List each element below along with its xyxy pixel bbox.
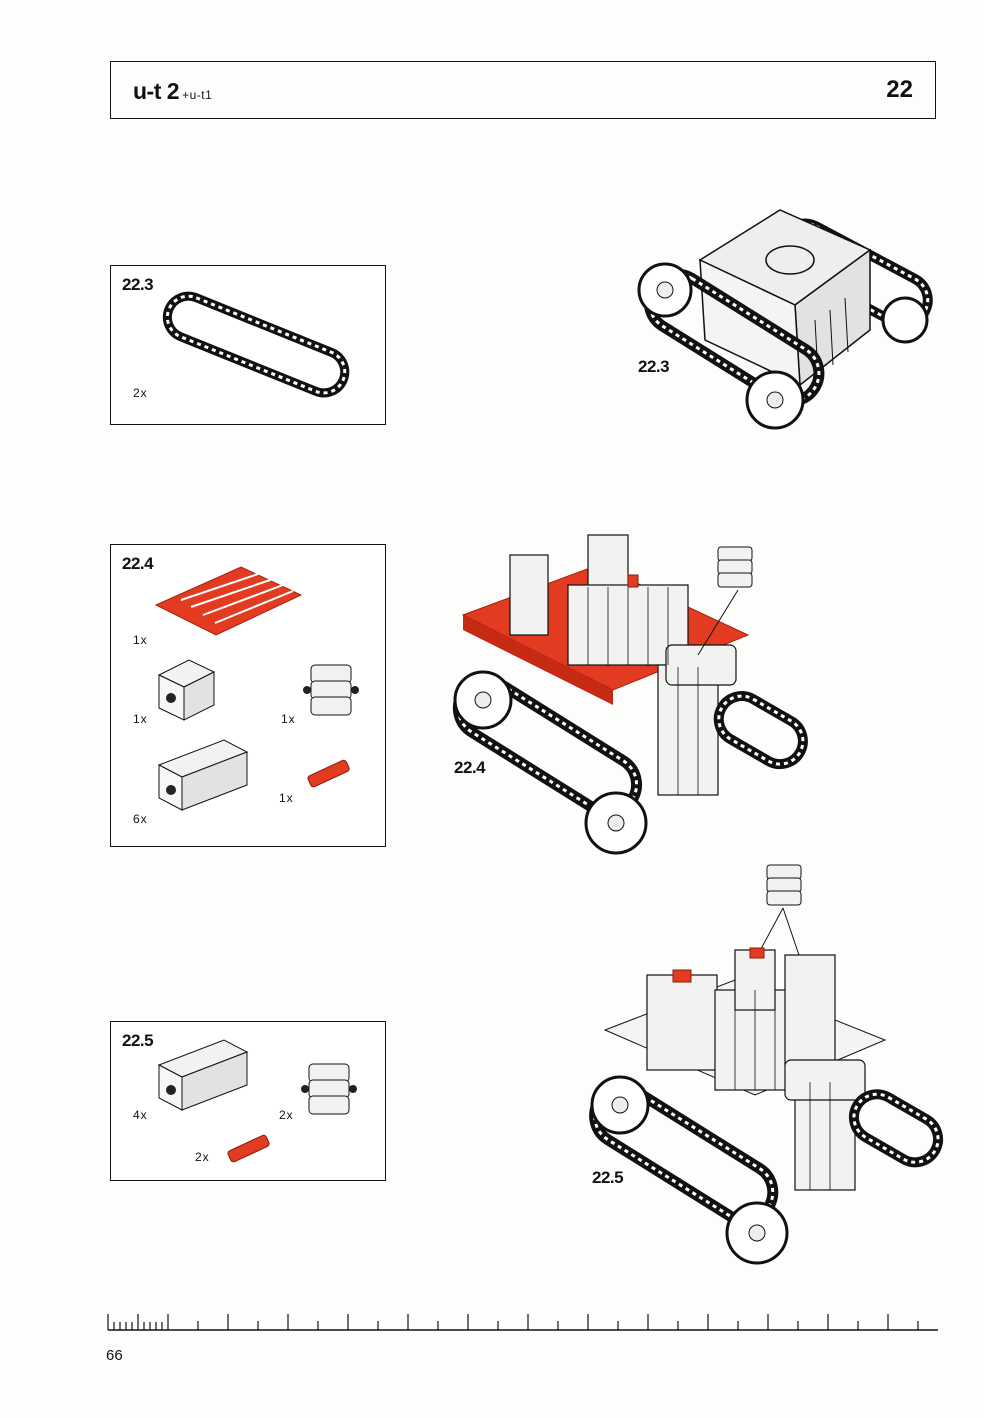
- qty-red-connector: 1x: [279, 791, 294, 805]
- track-part-image: [162, 291, 350, 398]
- step-label-22-5: 22.5: [592, 1168, 624, 1187]
- qty-long-block: 6x: [133, 812, 148, 826]
- qty-red-connector: 2x: [195, 1150, 210, 1164]
- parts-box-22-5: 22.5 4x 2x 2x: [110, 1021, 386, 1181]
- qty-joint-block: 1x: [281, 712, 296, 726]
- model-subtitle: +u-t1: [182, 88, 213, 102]
- section-number: 22: [886, 76, 913, 103]
- assembly-illustration-22-5: [589, 864, 944, 1265]
- parts-box-22-3: 22.3 2x: [110, 265, 386, 425]
- step-label-22-3: 22.3: [638, 357, 670, 376]
- parts-box-label: 22.3: [122, 275, 154, 294]
- assembly-illustration-22-4: [452, 534, 808, 855]
- assembly-illustration-22-3: [637, 209, 933, 430]
- parts-images-22-5: [157, 1039, 357, 1163]
- page-title: u-t 2+u-t1: [133, 78, 212, 105]
- page-number: 66: [106, 1347, 123, 1364]
- qty-small-block: 1x: [133, 712, 148, 726]
- qty-red-plate: 1x: [133, 633, 148, 647]
- qty-joint-block: 2x: [279, 1108, 294, 1122]
- model-title: u-t 2: [133, 78, 180, 104]
- page-header: u-t 2+u-t1 22: [110, 61, 936, 119]
- red-plate-part-image: [154, 566, 359, 811]
- parts-box-22-4: 22.4: [110, 544, 386, 847]
- parts-box-label: 22.5: [122, 1031, 154, 1050]
- step-label-22-4: 22.4: [454, 758, 486, 777]
- qty-long-block: 4x: [133, 1108, 148, 1122]
- page-ruler: [107, 1314, 938, 1331]
- qty-track: 2x: [133, 386, 148, 400]
- parts-box-label: 22.4: [122, 554, 154, 573]
